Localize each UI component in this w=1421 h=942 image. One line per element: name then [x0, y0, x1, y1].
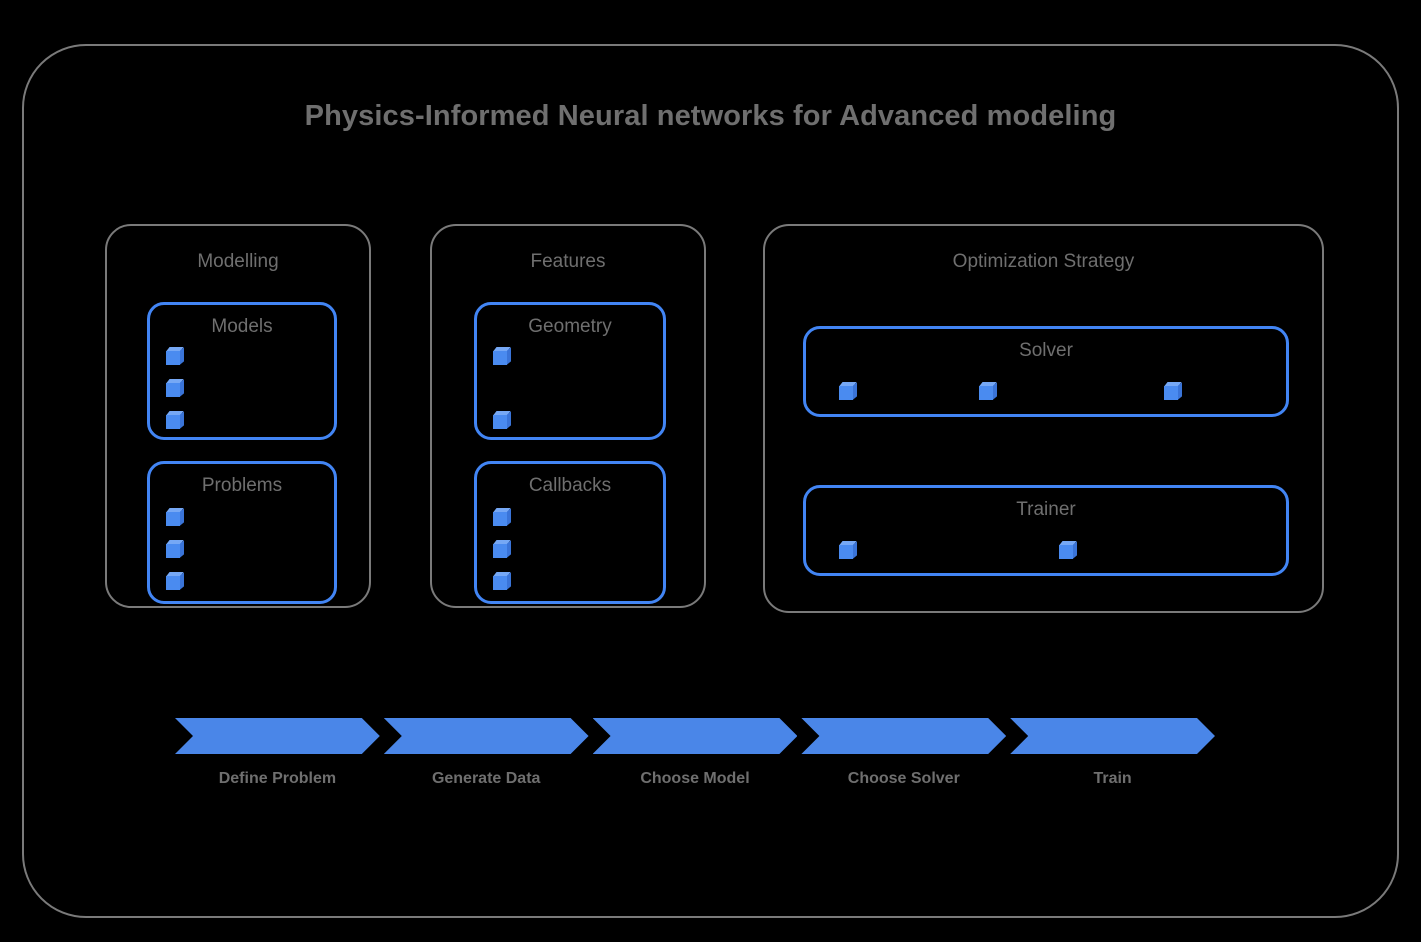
box-models[interactable]: Models	[147, 302, 337, 440]
pipeline-step-4-arrow[interactable]	[801, 718, 1006, 754]
pipeline-arrows	[175, 718, 1215, 754]
group-panel-optimization: Optimization Strategy Solver Trainer	[763, 224, 1324, 613]
bullet-cube	[493, 576, 507, 590]
bullet-cube	[979, 386, 993, 400]
pipeline-label-choose-solver: Choose Solver	[847, 770, 960, 787]
box-title-geometry: Geometry	[528, 316, 612, 337]
box-solver[interactable]: Solver	[803, 326, 1289, 417]
box-title-trainer: Trainer	[1016, 499, 1076, 520]
pipeline-label-train: Train	[1093, 770, 1132, 787]
pipeline-step-3-arrow[interactable]	[593, 718, 798, 754]
group-panel-modelling: Modelling Models Problems	[105, 224, 371, 608]
pipeline-step-1-arrow[interactable]	[175, 718, 380, 754]
pipeline-step-2-arrow[interactable]	[384, 718, 589, 754]
group-panel-features: Features Geometry Callbacks	[430, 224, 706, 608]
page-title: Physics-Informed Neural networks for Adv…	[304, 100, 1117, 132]
bullet-cube	[166, 415, 180, 429]
bullet-cube	[493, 512, 507, 526]
box-title-solver: Solver	[1019, 340, 1073, 361]
bullet-cube	[166, 351, 180, 365]
pipeline-step-5-arrow[interactable]	[1010, 718, 1215, 754]
bullet-cube	[493, 544, 507, 558]
pipeline-label-choose-model: Choose Model	[640, 770, 750, 787]
box-title-callbacks: Callbacks	[528, 475, 612, 496]
outer-frame	[22, 44, 1399, 918]
group-title-optimization: Optimization Strategy	[952, 251, 1135, 272]
bullet-cube	[166, 544, 180, 558]
box-title-models: Models	[211, 316, 273, 337]
bullet-cube	[839, 545, 853, 559]
bullet-cube	[493, 415, 507, 429]
box-geometry[interactable]: Geometry	[474, 302, 666, 440]
pipeline-label-define-problem: Define Problem	[218, 770, 337, 787]
bullet-cube	[166, 576, 180, 590]
box-problems[interactable]: Problems	[147, 461, 337, 604]
bullet-cube	[1164, 386, 1178, 400]
box-callbacks[interactable]: Callbacks	[474, 461, 666, 604]
bullet-cube	[839, 386, 853, 400]
bullet-cube	[1059, 545, 1073, 559]
bullet-cube	[493, 351, 507, 365]
group-title-modelling: Modelling	[197, 251, 279, 272]
bullet-cube	[166, 512, 180, 526]
pipeline-label-generate-data: Generate Data	[431, 770, 541, 787]
bullet-cube	[166, 383, 180, 397]
group-title-features: Features	[530, 251, 606, 272]
box-title-problems: Problems	[201, 475, 283, 496]
box-trainer[interactable]: Trainer	[803, 485, 1289, 576]
pipeline-labels: Define Problem Generate Data Choose Mode…	[175, 770, 1215, 796]
